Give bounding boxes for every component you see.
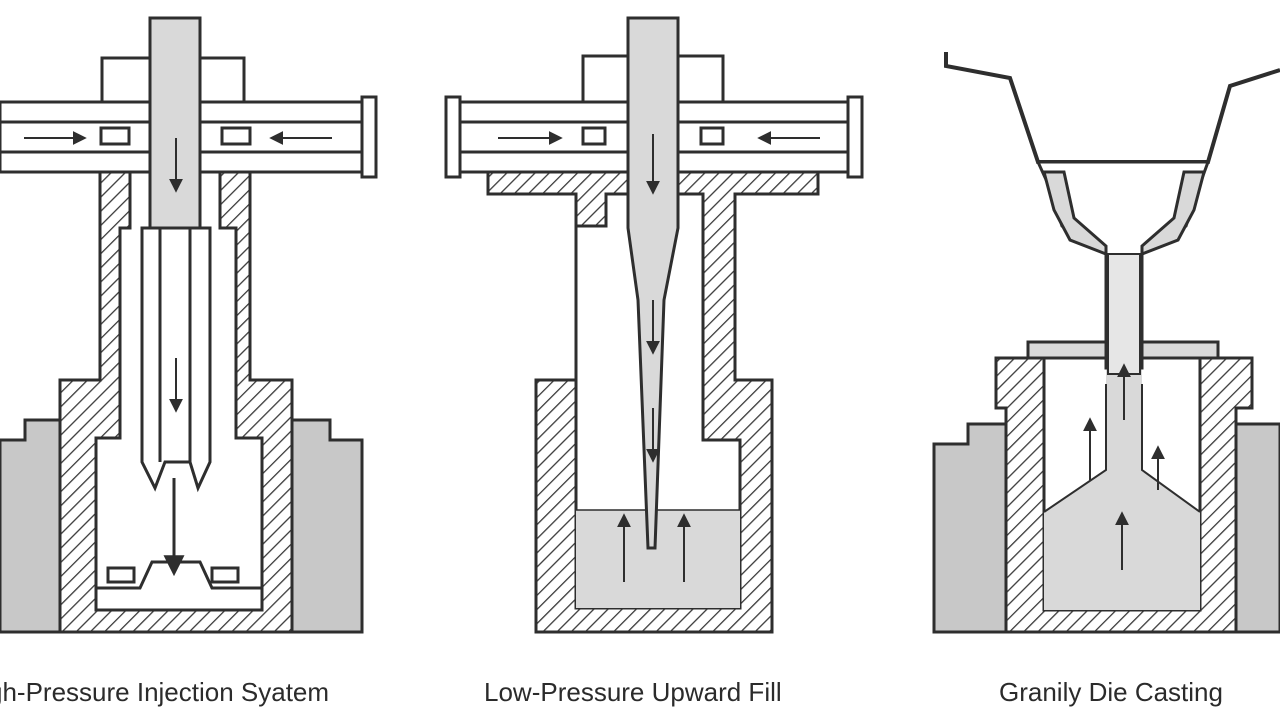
- right-side-block: [290, 418, 364, 634]
- pipe-end-cap: [360, 95, 378, 179]
- plunger-rod: [148, 16, 202, 230]
- pipe-left-cap: [444, 95, 462, 179]
- sprue: [1107, 253, 1141, 375]
- high-pressure-panel: [0, 16, 378, 634]
- riser-tube: [626, 16, 680, 550]
- low-pressure-panel: [444, 16, 864, 634]
- pipe-right-cap: [846, 95, 864, 179]
- molten-metal-pool: [576, 510, 740, 608]
- low-pressure-caption: Low-Pressure Upward Fill: [484, 677, 782, 707]
- bottom-gate: [96, 560, 262, 590]
- casting-fill: [1044, 358, 1200, 610]
- gravity-caption: Granily Die Casting: [999, 677, 1223, 707]
- left-side-block: [932, 422, 1008, 634]
- right-side-block: [1234, 422, 1280, 634]
- pour-cup-metal: [1042, 170, 1108, 257]
- pour-cup-outline: [944, 52, 1280, 164]
- high-pressure-caption: gh-Pressure Injection Syatem: [0, 677, 330, 707]
- left-side-block: [0, 418, 62, 634]
- gravity-panel: [932, 52, 1280, 634]
